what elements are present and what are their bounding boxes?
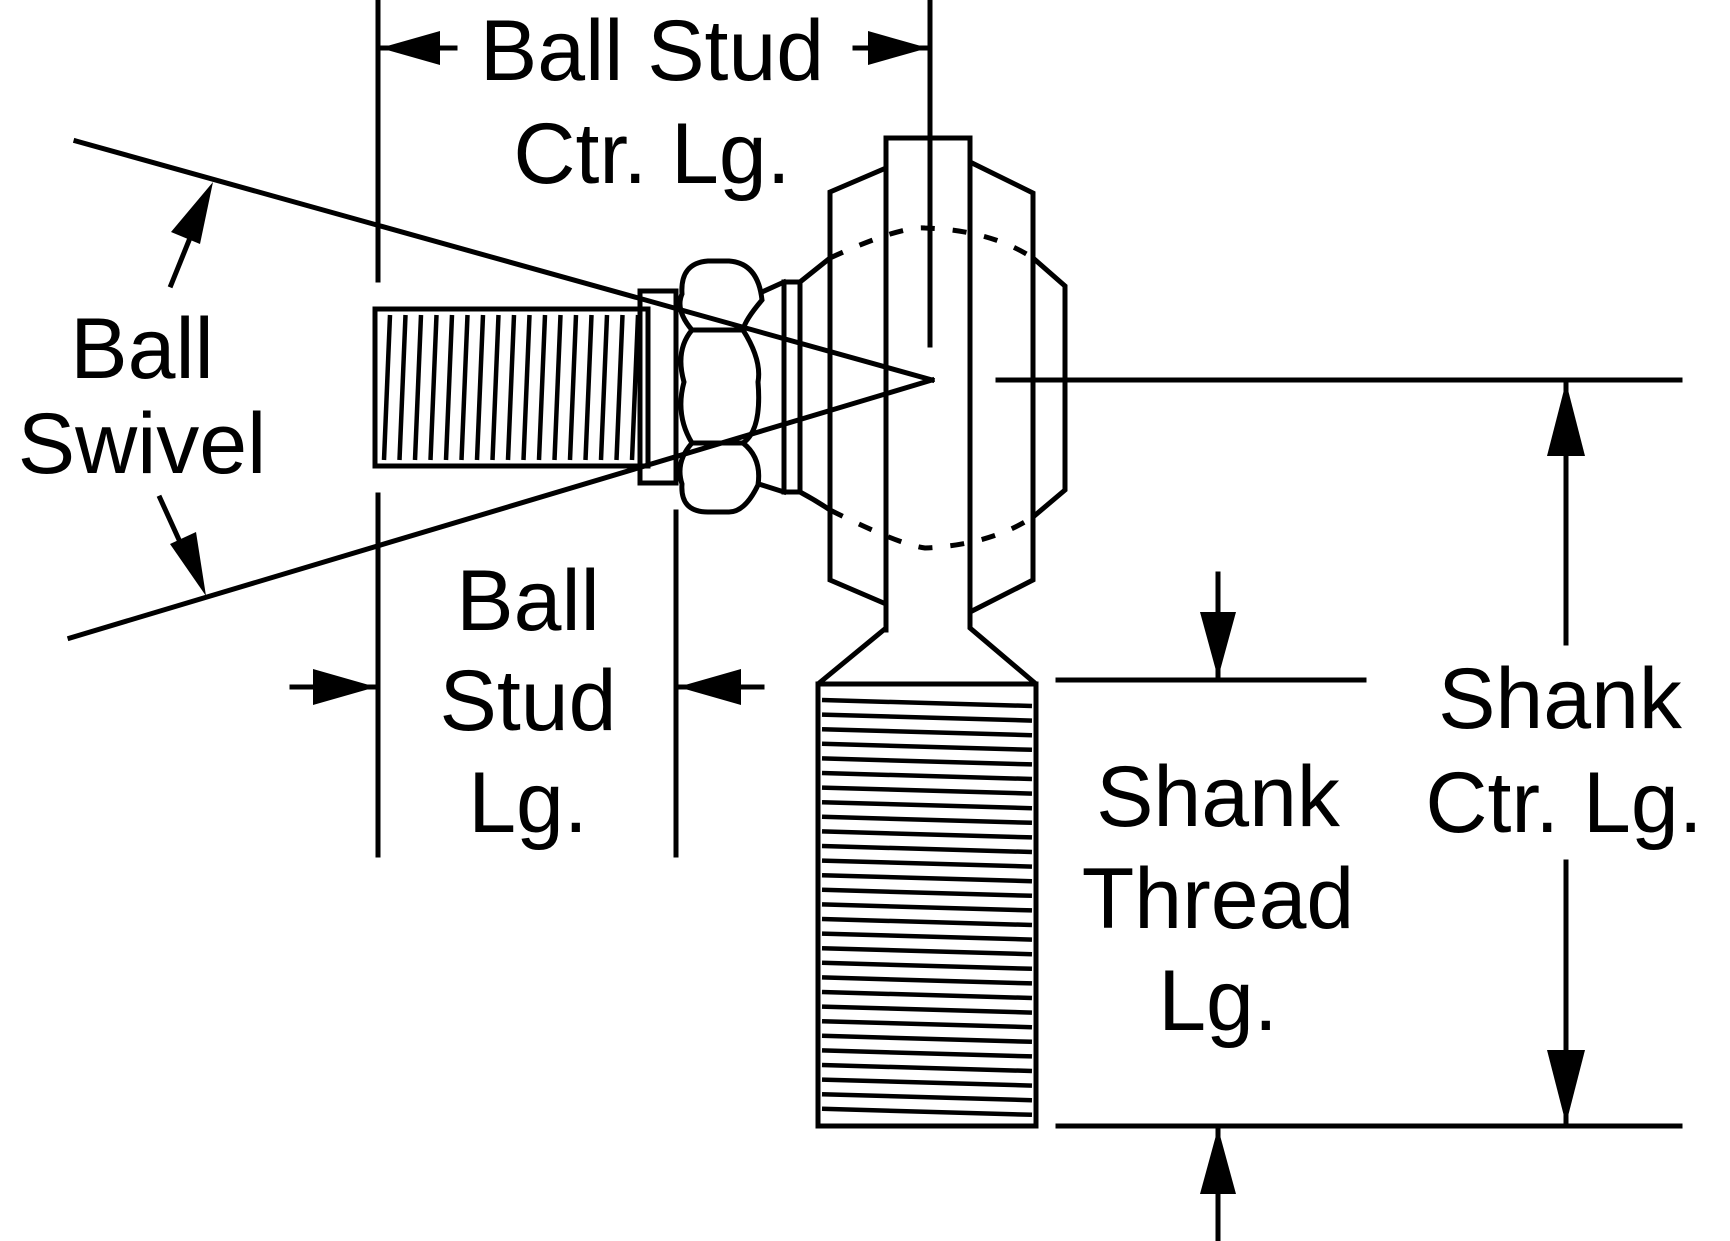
stud-thread-line — [598, 314, 610, 461]
label-shank-thread-lg-line1: Shank — [1096, 749, 1341, 845]
label-ball-swivel: Ball Swivel — [18, 301, 267, 492]
shank-thread-line — [821, 931, 1033, 942]
shank-thread-line — [821, 712, 1033, 723]
stud-thread-line — [381, 314, 393, 461]
shank-thread-line — [821, 872, 1033, 884]
hex-nut — [637, 258, 803, 515]
ball-stud-thread — [372, 306, 651, 469]
shank-thread-line — [821, 916, 1033, 928]
stud-thread-line — [490, 314, 501, 461]
stud-thread-line — [552, 314, 563, 461]
ball-swivel-angle-lines — [66, 137, 936, 642]
label-ball-swivel-line1: Ball — [70, 301, 213, 397]
label-shank-ctr-lg-line2: Ctr. Lg. — [1425, 755, 1702, 851]
label-shank-thread-lg-line3: Lg. — [1158, 953, 1278, 1049]
stud-thread-line — [614, 314, 625, 461]
shank-thread-line — [821, 858, 1033, 869]
ball-stud-lg-dimension — [289, 669, 765, 705]
shank-thread — [815, 681, 1039, 1118]
label-shank-ctr-lg-line1: Shank — [1438, 651, 1683, 747]
label-ball-stud-lg: Ball Stud Lg. — [440, 553, 617, 851]
shank-thread-line — [821, 770, 1033, 782]
shank-thread-line — [821, 960, 1033, 972]
shank-thread-line — [821, 843, 1033, 855]
shank-thread-line — [821, 741, 1033, 753]
stud-thread-line — [567, 314, 579, 461]
shank-ctr-lg-dimension — [1547, 379, 1585, 1127]
shank-thread-line — [821, 1004, 1033, 1015]
shank-thread-line — [821, 799, 1033, 811]
stud-thread-line — [629, 314, 641, 461]
label-ball-stud-lg-line1: Ball — [456, 553, 599, 649]
shank-thread-line — [821, 1091, 1033, 1103]
stud-thread-line — [459, 314, 470, 461]
stud-thread-line — [474, 314, 486, 461]
extension-lines — [375, 0, 1683, 1129]
shank-thread-line — [821, 1048, 1033, 1059]
stud-thread-line — [443, 314, 455, 461]
shank-thread-line — [821, 1018, 1033, 1030]
shank-thread-line — [821, 902, 1033, 913]
shank-thread-line — [821, 785, 1033, 796]
shank-thread-line — [821, 829, 1033, 840]
label-ball-stud-lg-line2: Stud — [440, 653, 617, 749]
shank-thread-line — [821, 814, 1033, 826]
stud-thread-line — [505, 314, 517, 461]
label-shank-ctr-lg: Shank Ctr. Lg. — [1425, 651, 1702, 851]
shank-thread-lg-dimension — [1200, 571, 1236, 1241]
shank-thread-line — [821, 756, 1033, 767]
shank-thread-line — [821, 1062, 1033, 1074]
label-ball-stud-ctr-lg-line2: Ctr. Lg. — [513, 106, 790, 202]
shank-thread-line — [821, 989, 1033, 1001]
label-ball-stud-lg-line3: Lg. — [468, 755, 588, 851]
stud-thread-line — [536, 314, 548, 461]
shank-thread-line — [821, 945, 1033, 957]
stud-thread-line — [397, 314, 408, 461]
shank-thread-line — [821, 1033, 1033, 1045]
stud-thread-line — [521, 314, 532, 461]
shank-thread-line — [821, 975, 1033, 986]
stud-thread-line — [428, 314, 439, 461]
label-shank-thread-lg-line2: Thread — [1082, 851, 1355, 947]
stud-thread-line — [583, 314, 594, 461]
shank-thread-line — [821, 726, 1033, 738]
shank-thread-line — [821, 1106, 1033, 1118]
shank-thread-line — [821, 697, 1033, 709]
label-ball-stud-ctr-lg: Ball Stud Ctr. Lg. — [480, 3, 824, 202]
shank-thread-line — [821, 1077, 1033, 1088]
shank-neck — [815, 609, 1039, 1129]
stud-thread-line — [412, 314, 424, 461]
ball-housing — [796, 135, 1068, 633]
label-ball-swivel-line2: Swivel — [18, 396, 267, 492]
ball-stud-ctr-lg-dimension — [375, 31, 933, 65]
label-shank-thread-lg: Shank Thread Lg. — [1082, 749, 1355, 1049]
label-ball-stud-ctr-lg-line1: Ball Stud — [480, 3, 824, 99]
shank-thread-line — [821, 887, 1033, 899]
